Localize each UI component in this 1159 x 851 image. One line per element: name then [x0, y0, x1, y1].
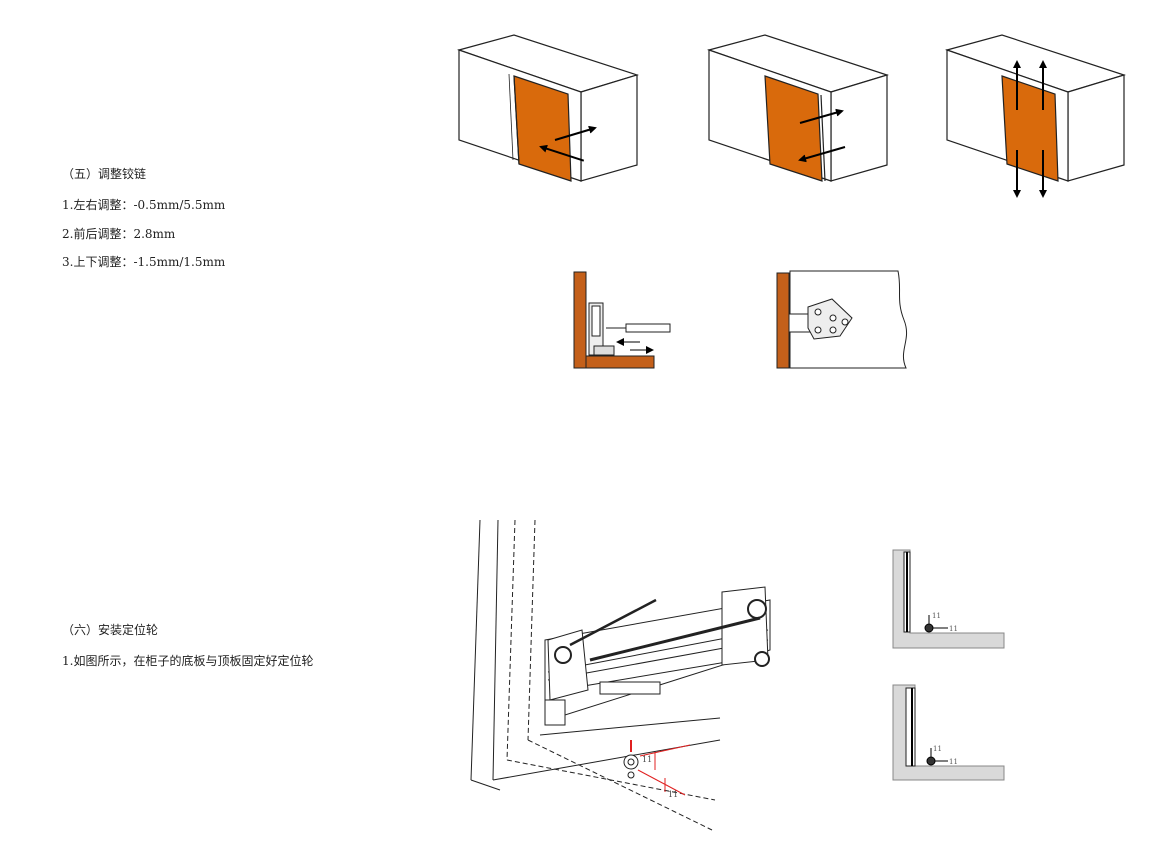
- cabinet-diagram-front-back: [706, 34, 889, 182]
- section6-item-1: 1.如图所示，在柜子的底板与顶板固定好定位轮: [62, 654, 314, 668]
- section5-item-2: 2.前后调整：2.8mm: [62, 227, 176, 241]
- detail2-dimension-horizontal: 11: [949, 758, 958, 766]
- detail2-dimension-vertical: 11: [933, 745, 942, 753]
- cabinet-diagram-left-right: [456, 34, 640, 182]
- detail1-dimension-vertical: 11: [932, 612, 941, 620]
- hinge-screwdriver-diagram: [573, 271, 671, 369]
- section5-item-3: 3.上下调整：-1.5mm/1.5mm: [62, 255, 226, 269]
- detail1-dimension-horizontal: 11: [949, 625, 958, 633]
- hinge-top-view-diagram: [776, 270, 908, 369]
- section5-item-1: 1.左右调整：-0.5mm/5.5mm: [62, 198, 226, 212]
- section6-heading: （六）安装定位轮: [62, 623, 159, 637]
- cabinet-diagram-up-down: [944, 34, 1126, 198]
- caster-dimension-a: 11: [642, 755, 652, 764]
- caster-detail-top: [892, 549, 1005, 649]
- caster-detail-bottom: [892, 684, 1005, 781]
- caster-dimension-b: 11: [668, 790, 678, 799]
- section5-heading: （五）调整铰链: [62, 167, 147, 181]
- drawer-slide-caster-diagram: [470, 519, 771, 831]
